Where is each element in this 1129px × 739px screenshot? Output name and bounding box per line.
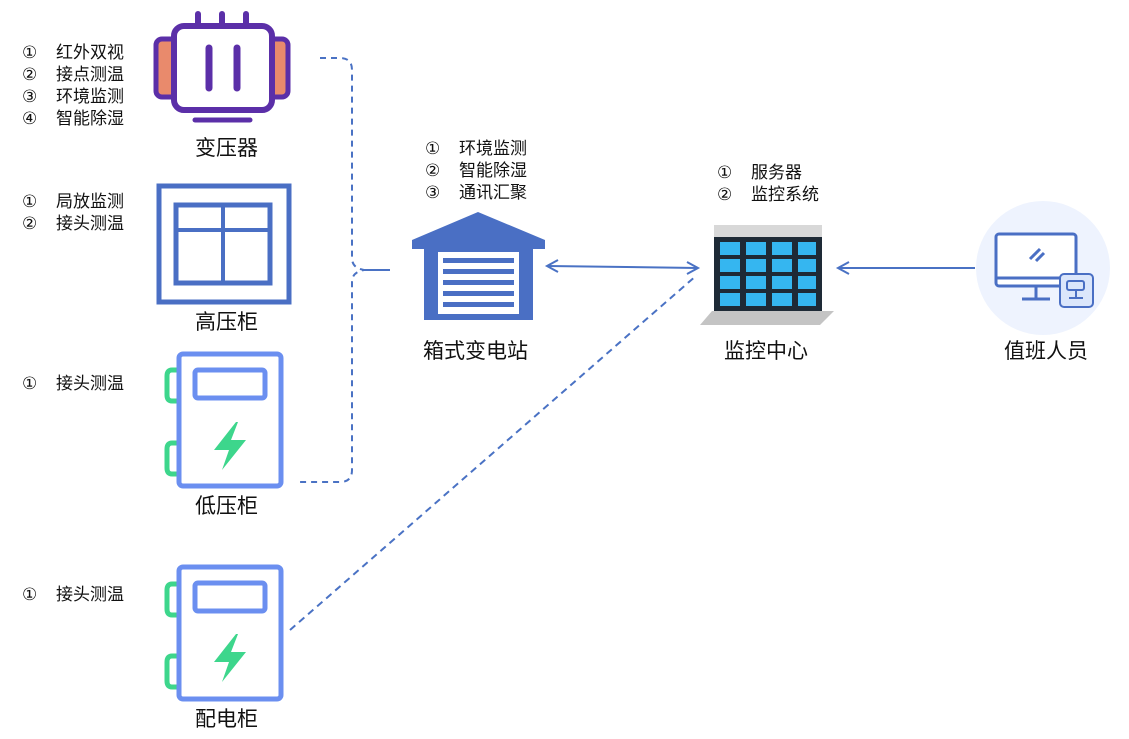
distribution-cabinet-icon: [164, 564, 284, 702]
hv-cabinet-label: 高压柜: [195, 310, 258, 334]
arrow-substation-center: [547, 265, 699, 269]
arrowhead-left: [544, 259, 559, 273]
monitor-camera-icon: [976, 201, 1110, 335]
transformer-icon: [153, 11, 291, 123]
building-icon: [700, 225, 834, 325]
arrowhead-center: [835, 261, 850, 275]
dashed-link-distribution: [289, 274, 698, 631]
connectors: [289, 57, 975, 631]
garage-substation-icon: [412, 212, 545, 320]
monitoring-center-label: 监控中心: [724, 339, 808, 363]
operator-label: 值班人员: [1004, 339, 1088, 363]
lv-cabinet-label: 低压柜: [195, 494, 258, 518]
transformer-label: 变压器: [195, 136, 258, 160]
arrowhead-right: [686, 261, 701, 275]
high-voltage-cabinet-icon: [156, 183, 292, 305]
low-voltage-cabinet-icon: [164, 351, 284, 489]
dashed-bracket: [298, 57, 365, 483]
dist-cabinet-label: 配电柜: [195, 707, 258, 731]
box-substation-label: 箱式变电站: [423, 339, 528, 363]
